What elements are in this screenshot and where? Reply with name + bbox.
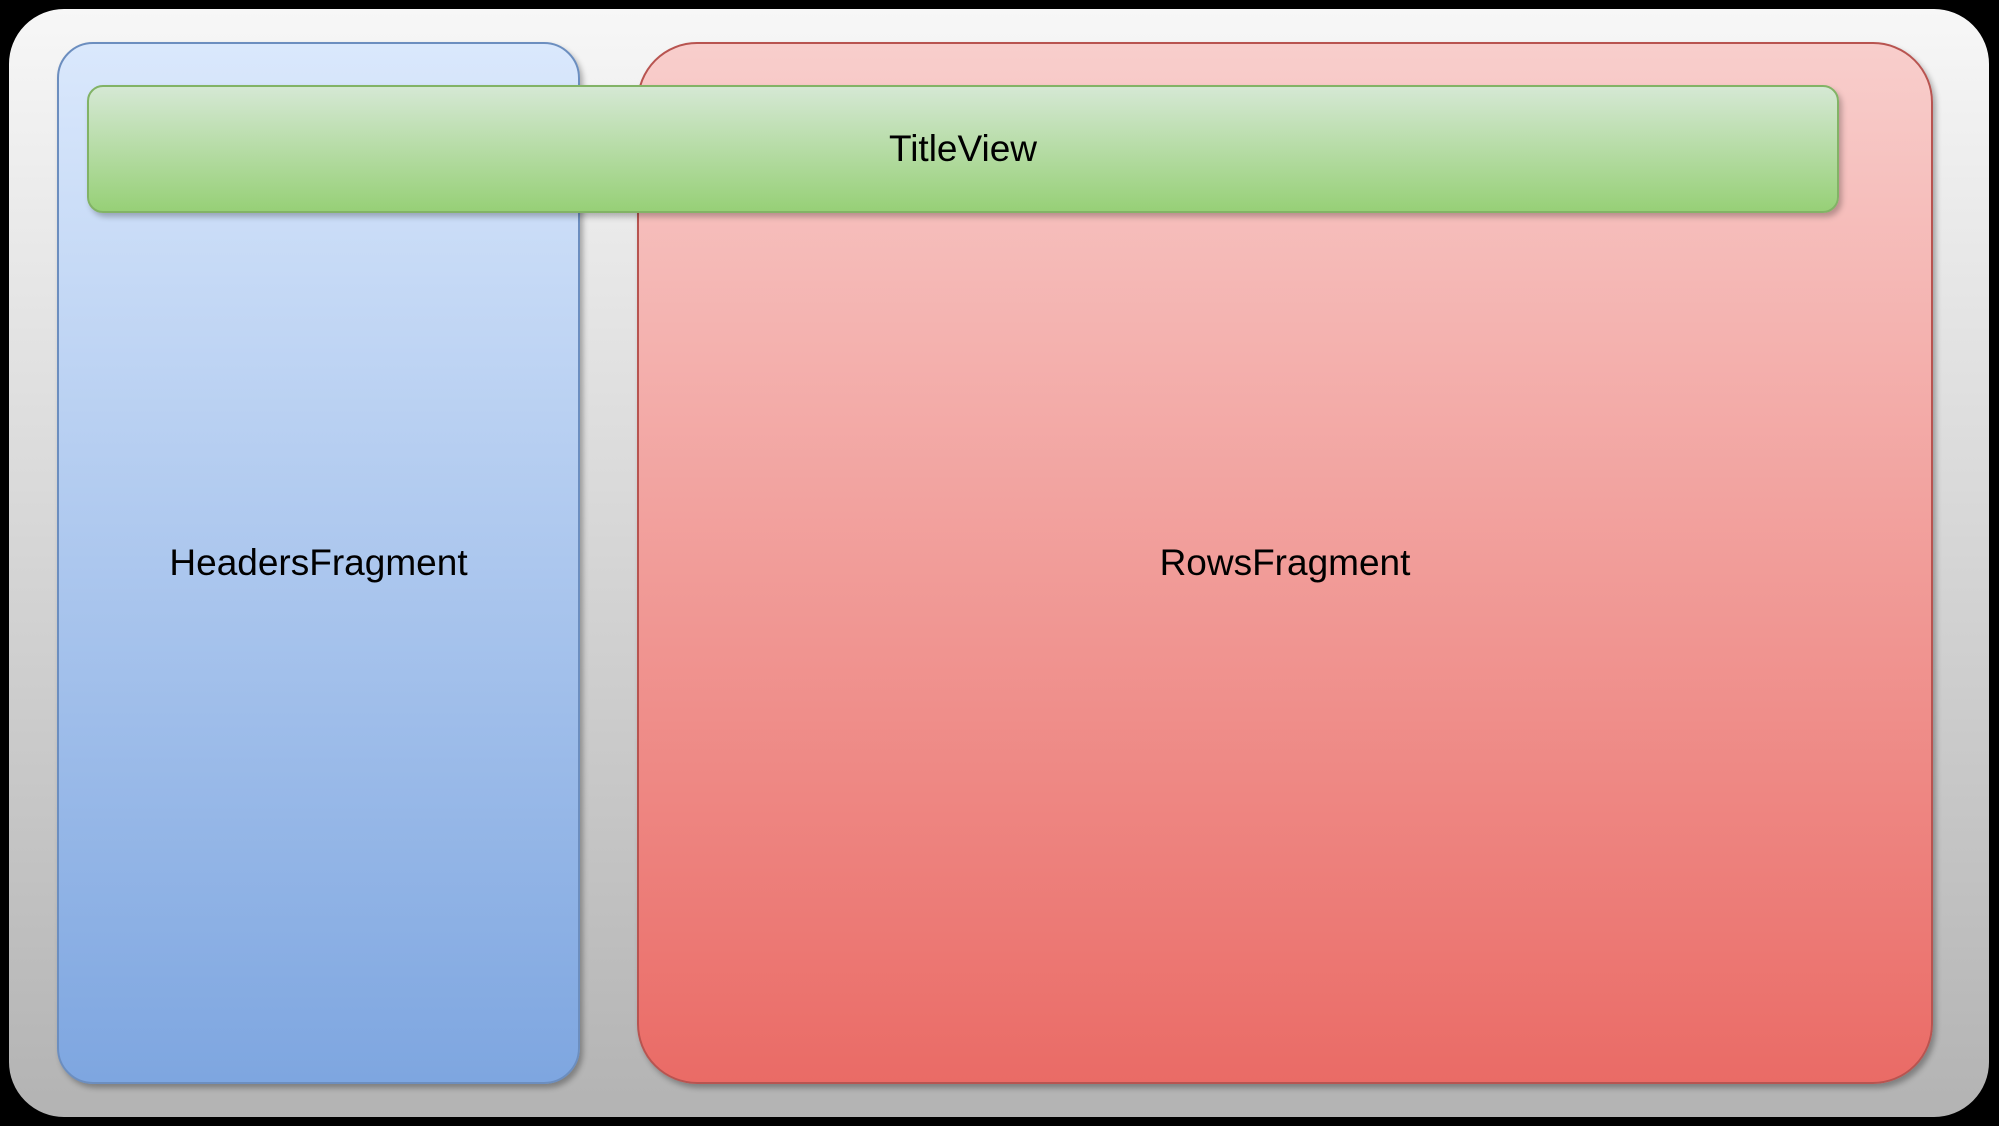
title-view-label: TitleView [888,128,1038,169]
rows-fragment-label: RowsFragment [1159,542,1411,583]
rows-fragment-box: RowsFragment [637,42,1933,1084]
headers-fragment-box: HeadersFragment [57,42,580,1084]
headers-fragment-label: HeadersFragment [169,542,468,583]
title-view-bar: TitleView [87,85,1839,213]
